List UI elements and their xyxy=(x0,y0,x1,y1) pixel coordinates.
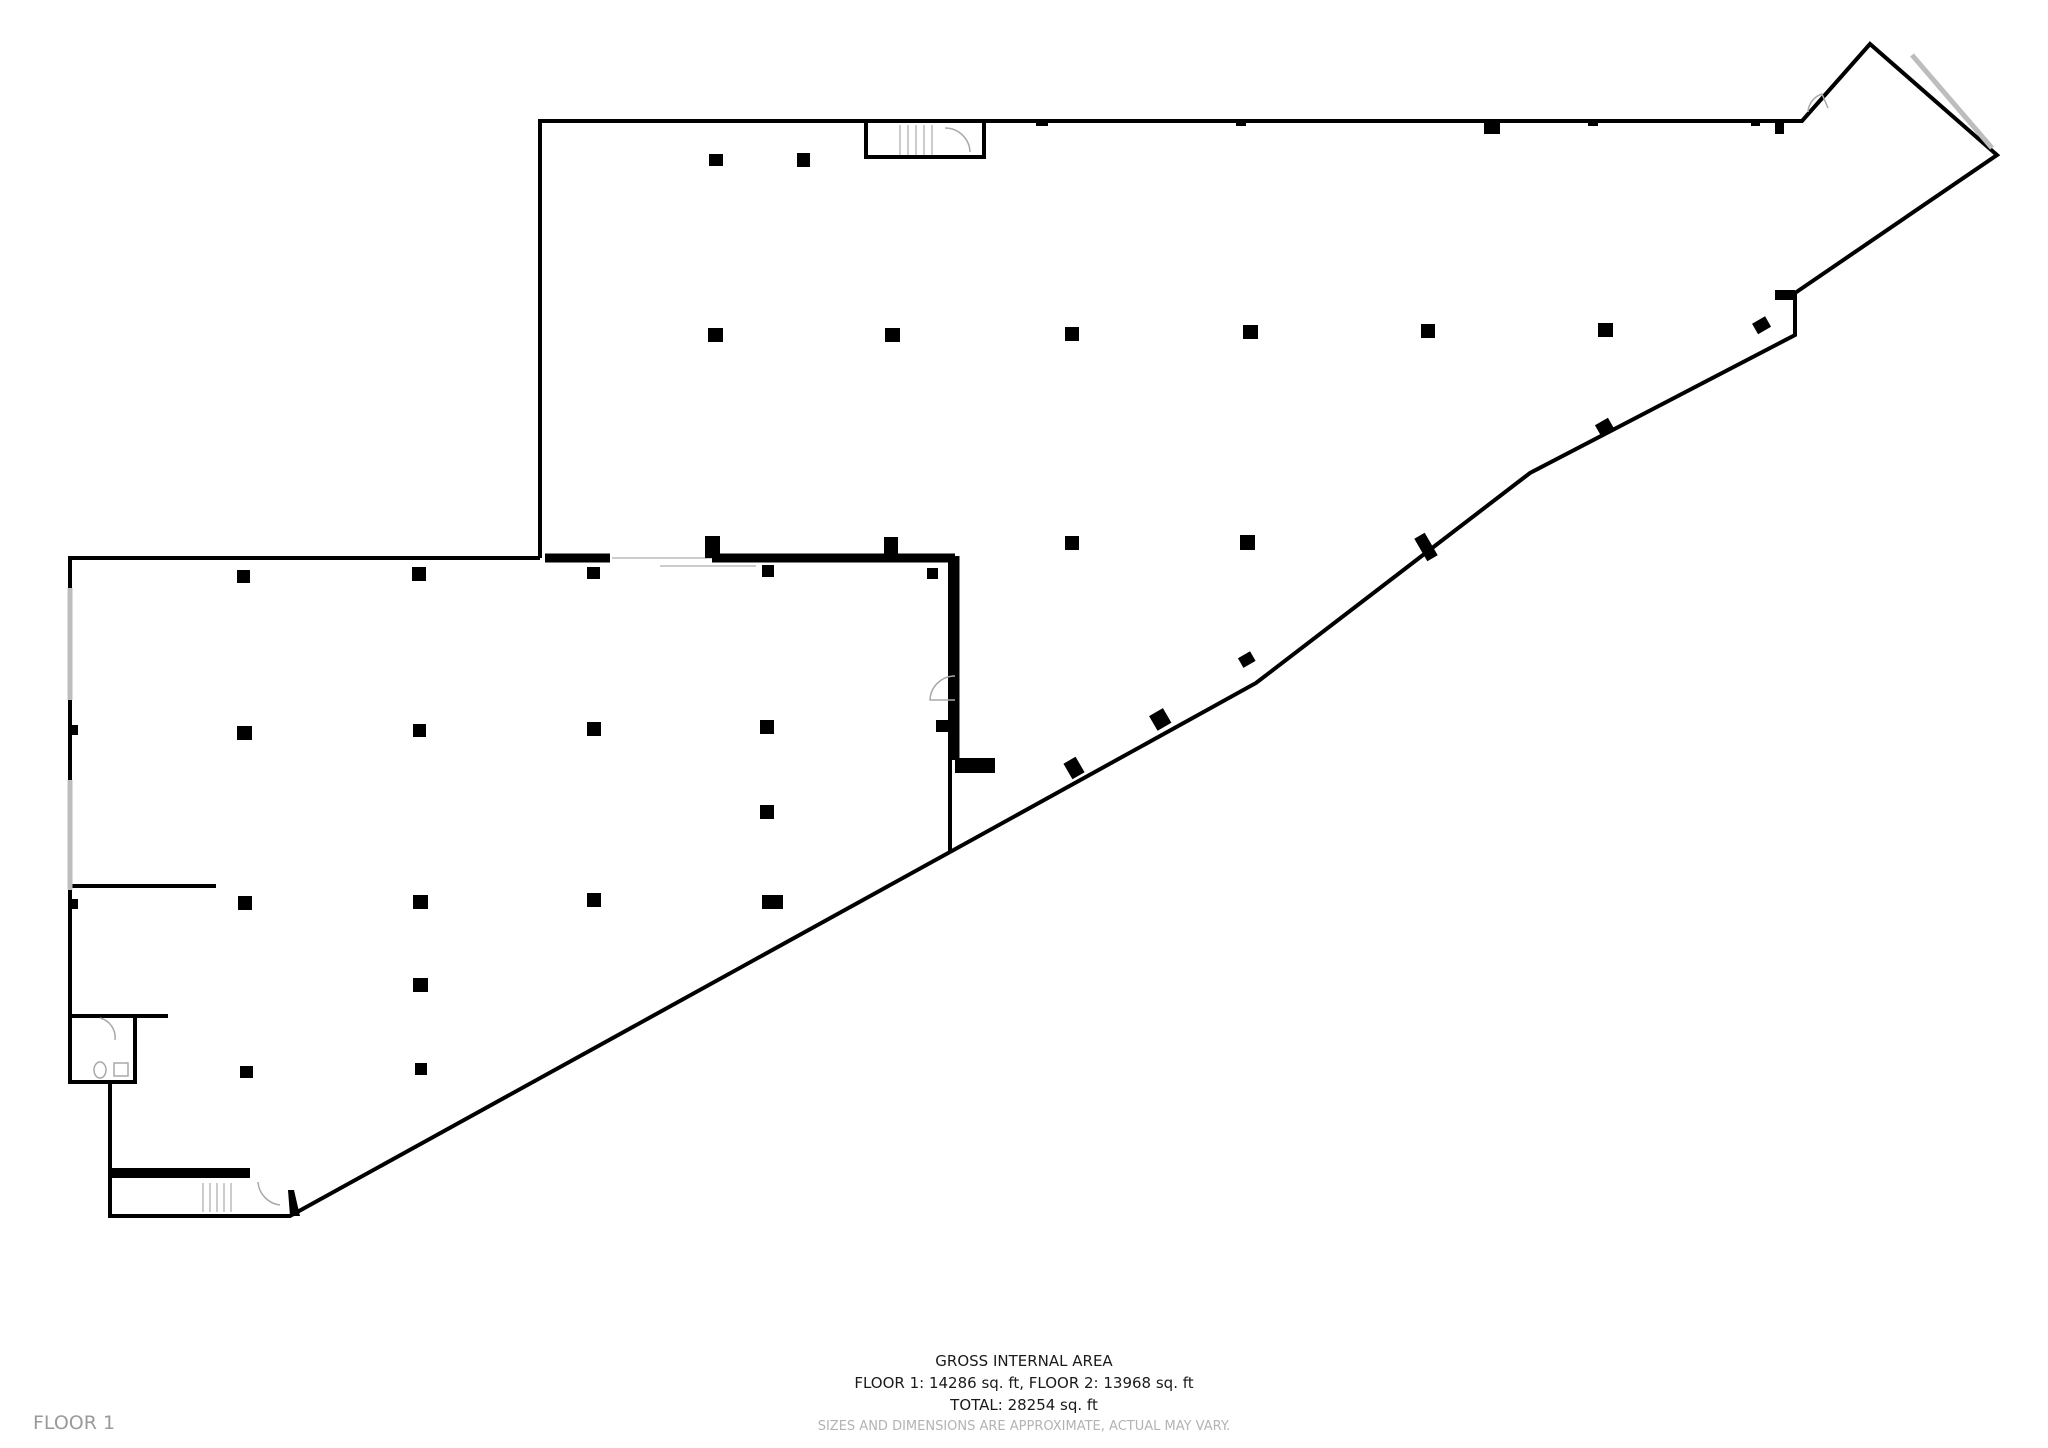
gross-area-title: GROSS INTERNAL AREA xyxy=(935,1352,1113,1370)
doors xyxy=(929,93,1829,701)
floor-label: FLOOR 1 xyxy=(33,1412,116,1434)
disclaimer: SIZES AND DIMENSIONS ARE APPROXIMATE, AC… xyxy=(817,1419,1231,1434)
thick-walls xyxy=(70,553,995,1178)
outer-walls xyxy=(68,41,2001,1218)
stair-lower xyxy=(202,1181,300,1216)
windows xyxy=(67,53,1994,890)
wc xyxy=(68,1014,137,1084)
total-area: TOTAL: 28254 sq. ft xyxy=(950,1396,1098,1414)
columns xyxy=(70,120,1795,1078)
floor-areas: FLOOR 1: 14286 sq. ft, FLOOR 2: 13968 sq… xyxy=(854,1374,1194,1392)
stair-upper xyxy=(864,119,986,159)
